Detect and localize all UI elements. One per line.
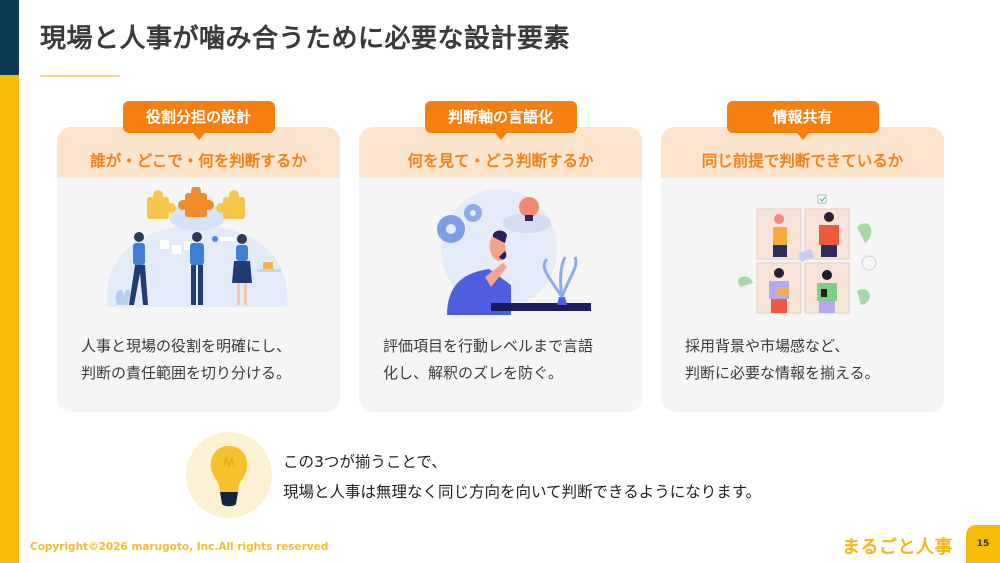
card-subtitle: 同じ前提で判断できているか (701, 152, 904, 170)
desc-line: 判断に必要な情報を揃える。 (685, 364, 880, 382)
card-description: 評価項目を行動レベルまで言語 化し、解釈のズレを防ぐ。 (383, 333, 633, 387)
person-icon (232, 234, 252, 305)
person-icon (773, 214, 787, 257)
summary-icon-circle (186, 432, 272, 518)
side-accent-bar-navy (0, 0, 19, 75)
desc-line: 化し、解釈のズレを防ぐ。 (383, 364, 564, 382)
team-puzzle-illustration (106, 187, 288, 307)
desc-line: 人事と現場の役割を明確にし、 (81, 337, 292, 355)
lightbulb-icon (519, 197, 539, 221)
card-description: 採用背景や市場感など、 判断に必要な情報を揃える。 (685, 333, 935, 387)
gear-icon (437, 204, 482, 243)
person-icon (129, 232, 148, 305)
title-underline (40, 75, 120, 77)
card-information-sharing: 同じ前提で判断できているか 情報共有 採用背景や市場感など、 判断に必要な情報を… (661, 101, 944, 412)
card-badge: 情報共有 (726, 101, 879, 133)
summary-line: この3つが揃うことで、 (283, 453, 447, 471)
card-role-design: 誰が・どこで・何を判断するか 役割分担の設計 人事と現場の役割を明確にし、 判断… (57, 101, 340, 412)
card-description: 人事と現場の役割を明確にし、 判断の責任範囲を切り分ける。 (81, 333, 331, 387)
thinking-person-illustration (437, 189, 591, 315)
card-subtitle: 誰が・どこで・何を判断するか (90, 152, 307, 170)
desc-line: 採用背景や市場感など、 (685, 337, 850, 355)
puzzle-piece-icon (147, 187, 245, 219)
page-number: 15 (966, 525, 1000, 563)
lightbulb-icon (210, 446, 248, 507)
card-subtitle: 何を見て・どう判断するか (407, 152, 594, 170)
brand-logo: まるごと人事 (842, 537, 953, 558)
person-icon (817, 270, 837, 313)
summary-text: この3つが揃うことで、 現場と人事は無理なく同じ方向を向いて判断できるようになり… (283, 447, 761, 507)
person-icon (769, 268, 789, 313)
page-title: 現場と人事が噛み合うために必要な設計要素 (40, 24, 571, 54)
person-icon (819, 212, 839, 257)
person-icon (190, 232, 204, 305)
desc-line: 評価項目を行動レベルまで言語 (383, 337, 594, 355)
plant-icon (542, 256, 578, 305)
copyright: Copyright©2026 marugoto, Inc.All rights … (30, 541, 329, 553)
card-badge: 役割分担の設計 (122, 101, 275, 133)
puzzle-collaboration-illustration (738, 194, 877, 314)
card-criteria-verbalization: 何を見て・どう判断するか 判断軸の言語化 評価項目を行動レベルまで言語 化し、解… (359, 101, 642, 412)
card-badge: 判断軸の言語化 (424, 101, 577, 133)
desc-line: 判断の責任範囲を切り分ける。 (81, 364, 292, 382)
summary-line: 現場と人事は無理なく同じ方向を向いて判断できるようになります。 (283, 483, 762, 501)
side-accent-bar-yellow (0, 75, 19, 563)
card-header: 何を見て・どう判断するか (359, 127, 642, 178)
